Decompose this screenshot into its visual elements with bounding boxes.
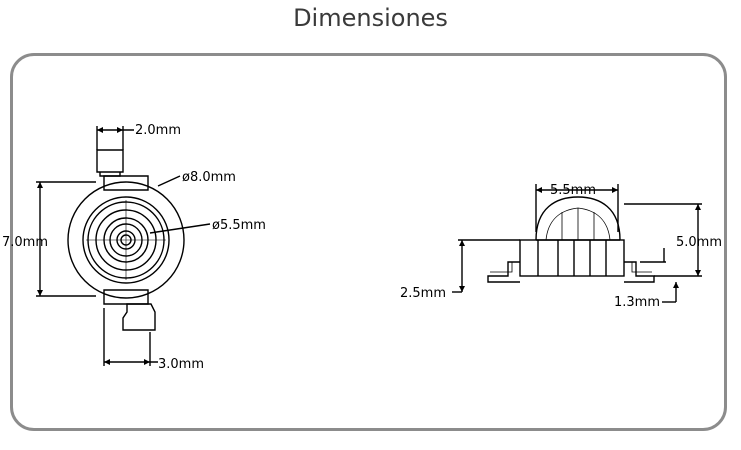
dim-lens-diameter: ø5.5mm — [212, 218, 266, 233]
front-view — [36, 126, 211, 366]
dim-base-height: 2.5mm — [400, 286, 446, 301]
page-title: Dimensiones — [293, 4, 448, 32]
bottom-tab — [103, 289, 149, 305]
dim-outer-diameter: ø8.0mm — [182, 170, 236, 185]
dim-lead-height: 1.3mm — [614, 295, 660, 310]
lens-ring-1 — [82, 196, 170, 284]
top-tab — [103, 175, 149, 191]
lens-dome — [535, 196, 621, 241]
side-view — [452, 184, 702, 303]
drawing-frame — [10, 53, 727, 431]
dim-body-height: 7.0mm — [2, 235, 48, 250]
left-lead — [487, 261, 520, 283]
outer-body — [67, 181, 185, 299]
bottom-lead — [122, 303, 156, 331]
right-lead — [624, 261, 655, 283]
top-lead — [96, 149, 124, 173]
dim-total-height: 5.0mm — [676, 235, 722, 250]
dim-lead-width: 2.0mm — [135, 123, 181, 138]
dim-lens-width: 5.5mm — [550, 183, 596, 198]
side-body — [519, 239, 625, 277]
dim-lead-spacing: 3.0mm — [158, 357, 204, 372]
